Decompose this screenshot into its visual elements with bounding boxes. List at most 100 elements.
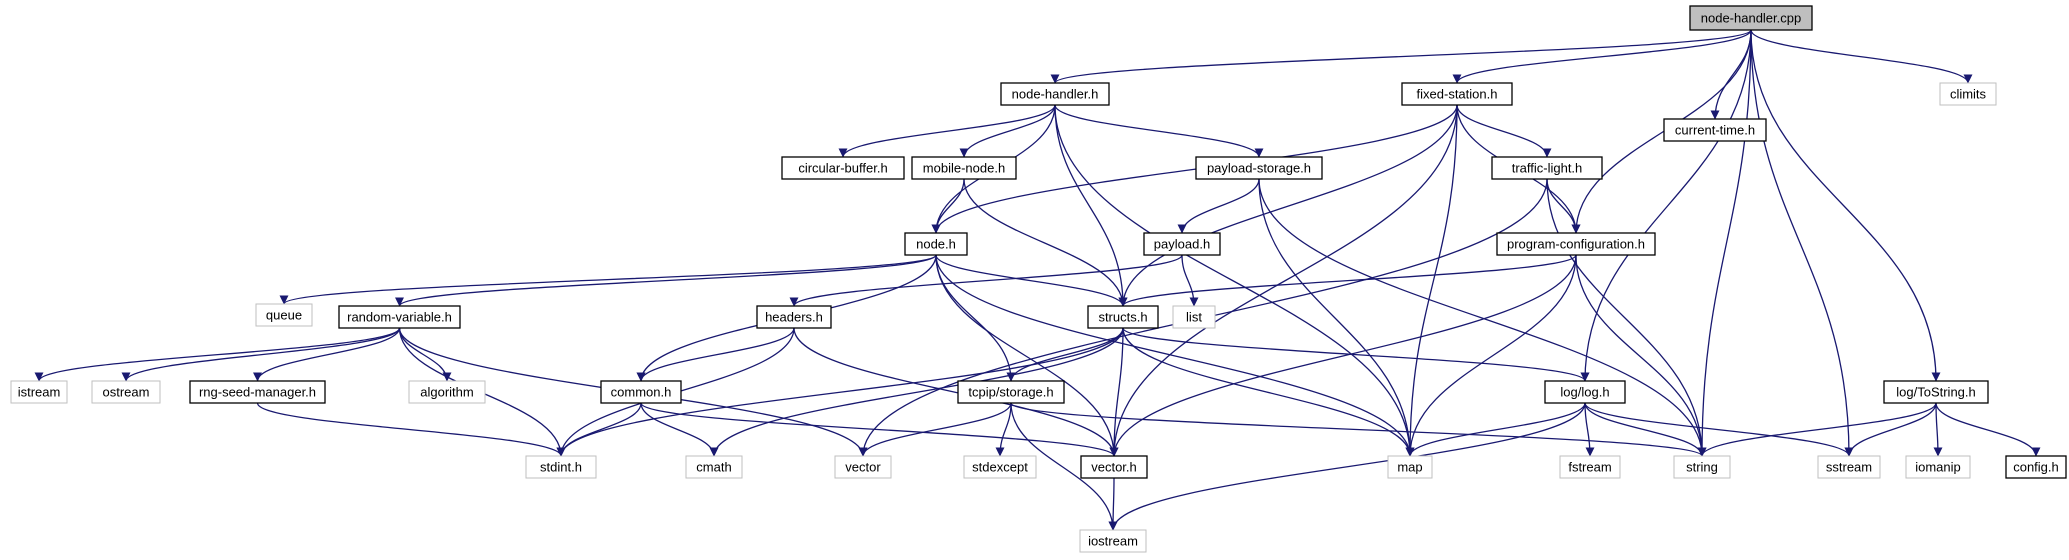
node-box-rng-seed-manager-h xyxy=(189,380,326,404)
node-label-ostream: ostream xyxy=(103,385,150,400)
node-node-handler-cpp[interactable]: node-handler.cpp xyxy=(1689,5,1813,31)
node-algorithm: algorithm xyxy=(408,380,486,404)
node-box-sstream xyxy=(1817,455,1881,479)
edge-fixed-station-h-to-structs-h xyxy=(1118,104,1458,307)
edge-node-handler-h-to-map xyxy=(1054,104,1415,457)
node-label-queue: queue xyxy=(266,308,302,323)
node-label-sstream: sstream xyxy=(1826,460,1872,475)
node-label-string: string xyxy=(1686,460,1718,475)
edge-node-h-to-vector-h xyxy=(935,254,1119,457)
edge-node-handler-cpp-to-climits xyxy=(1750,29,1973,84)
node-box-stdint-h xyxy=(525,455,597,479)
node-label-node-handler-cpp: node-handler.cpp xyxy=(1701,11,1801,26)
node-box-fixed-station-h xyxy=(1401,82,1513,106)
edge-payload-storage-h-to-string xyxy=(1258,178,1707,457)
node-box-headers-h xyxy=(756,305,832,329)
node-box-payload-h xyxy=(1143,232,1221,256)
node-label-rng-seed-manager-h: rng-seed-manager.h xyxy=(199,385,316,400)
node-string: string xyxy=(1673,455,1731,479)
edge-mobile-node-h-to-node-h xyxy=(931,178,965,234)
edge-fixed-station-h-to-vector-h xyxy=(1109,104,1458,457)
node-map: map xyxy=(1387,455,1433,479)
node-program-configuration-h[interactable]: program-configuration.h xyxy=(1496,232,1656,256)
node-list: list xyxy=(1172,305,1216,329)
node-headers-h[interactable]: headers.h xyxy=(756,305,832,329)
node-label-payload-h: payload.h xyxy=(1154,237,1210,252)
edge-node-handler-cpp-to-node-handler-h xyxy=(1050,29,1752,84)
node-box-common-h xyxy=(600,380,682,404)
edge-log-log-h-to-fstream xyxy=(1584,402,1595,457)
node-label-log-tostring-h: log/ToString.h xyxy=(1896,385,1976,400)
node-label-climits: climits xyxy=(1950,87,1987,102)
node-label-node-handler-h: node-handler.h xyxy=(1012,87,1099,102)
node-box-ostream xyxy=(91,380,161,404)
node-log-log-h[interactable]: log/log.h xyxy=(1544,380,1626,404)
node-box-structs-h xyxy=(1087,305,1159,329)
node-traffic-light-h[interactable]: traffic-light.h xyxy=(1491,156,1603,180)
node-box-climits xyxy=(1939,82,1997,106)
node-label-headers-h: headers.h xyxy=(765,310,823,325)
edge-structs-h-to-map xyxy=(1122,327,1415,457)
node-box-traffic-light-h xyxy=(1491,156,1603,180)
node-box-program-configuration-h xyxy=(1496,232,1656,256)
edge-node-handler-cpp-to-fixed-station-h xyxy=(1452,29,1752,84)
node-tcpip-storage-h[interactable]: tcpip/storage.h xyxy=(957,380,1065,404)
node-node-handler-h[interactable]: node-handler.h xyxy=(1000,82,1110,106)
node-label-iostream: iostream xyxy=(1088,534,1138,549)
node-fixed-station-h[interactable]: fixed-station.h xyxy=(1401,82,1513,106)
node-label-algorithm: algorithm xyxy=(420,385,473,400)
node-vector-h[interactable]: vector.h xyxy=(1080,455,1148,479)
edge-log-tostring-h-to-config-h xyxy=(1935,402,2041,457)
edge-log-log-h-to-map xyxy=(1405,402,1586,457)
node-payload-h[interactable]: payload.h xyxy=(1143,232,1221,256)
node-payload-storage-h[interactable]: payload-storage.h xyxy=(1195,156,1323,180)
node-label-map: map xyxy=(1397,460,1422,475)
node-current-time-h[interactable]: current-time.h xyxy=(1663,118,1767,142)
node-rng-seed-manager-h[interactable]: rng-seed-manager.h xyxy=(189,380,326,404)
node-box-log-log-h xyxy=(1544,380,1626,404)
node-sstream: sstream xyxy=(1817,455,1881,479)
node-label-payload-storage-h: payload-storage.h xyxy=(1207,161,1311,176)
node-label-traffic-light-h: traffic-light.h xyxy=(1512,161,1583,176)
node-structs-h[interactable]: structs.h xyxy=(1087,305,1159,329)
edge-traffic-light-h-to-string xyxy=(1546,178,1707,457)
edge-random-variable-h-to-ostream xyxy=(121,327,401,382)
node-box-log-tostring-h xyxy=(1883,380,1989,404)
node-common-h[interactable]: common.h xyxy=(600,380,682,404)
edge-node-h-to-structs-h xyxy=(935,254,1128,307)
node-config-h[interactable]: config.h xyxy=(2005,455,2067,479)
node-label-cmath: cmath xyxy=(696,460,731,475)
node-box-queue xyxy=(255,303,313,327)
edge-node-handler-cpp-to-sstream xyxy=(1750,29,1854,457)
edge-node-h-to-queue xyxy=(279,254,937,305)
node-circular-buffer-h[interactable]: circular-buffer.h xyxy=(781,156,905,180)
edge-vector-h-to-iostream xyxy=(1108,477,1118,531)
node-box-iomanip xyxy=(1905,455,1971,479)
node-mobile-node-h[interactable]: mobile-node.h xyxy=(911,156,1017,180)
node-cmath: cmath xyxy=(685,455,743,479)
edge-structs-h-to-stdint-h xyxy=(556,327,1124,457)
edge-structs-h-to-vector-h xyxy=(1109,327,1124,457)
edge-log-log-h-to-sstream xyxy=(1584,402,1854,457)
node-label-fixed-station-h: fixed-station.h xyxy=(1417,87,1498,102)
node-label-stdexcept: stdexcept xyxy=(972,460,1028,475)
node-box-circular-buffer-h xyxy=(781,156,905,180)
edge-node-handler-cpp-to-log-log-h xyxy=(1580,29,1752,382)
node-label-log-log-h: log/log.h xyxy=(1560,385,1609,400)
edge-common-h-to-vector-h xyxy=(640,402,1119,457)
edge-log-tostring-h-to-string xyxy=(1697,402,1937,457)
node-box-istream xyxy=(10,380,68,404)
node-node-h[interactable]: node.h xyxy=(904,232,968,256)
node-stdexcept: stdexcept xyxy=(963,455,1037,479)
node-iostream: iostream xyxy=(1079,529,1147,553)
node-log-tostring-h[interactable]: log/ToString.h xyxy=(1883,380,1989,404)
node-box-vector-h xyxy=(1080,455,1148,479)
edge-node-handler-h-to-payload-storage-h xyxy=(1054,104,1264,158)
node-box-algorithm xyxy=(408,380,486,404)
edge-payload-storage-h-to-payload-h xyxy=(1177,178,1260,234)
edge-random-variable-h-to-rng-seed-manager-h xyxy=(253,327,401,382)
node-label-structs-h: structs.h xyxy=(1098,310,1147,325)
edge-headers-h-to-vector-h xyxy=(793,327,1119,457)
node-label-fstream: fstream xyxy=(1568,460,1611,475)
node-random-variable-h[interactable]: random-variable.h xyxy=(338,305,461,329)
